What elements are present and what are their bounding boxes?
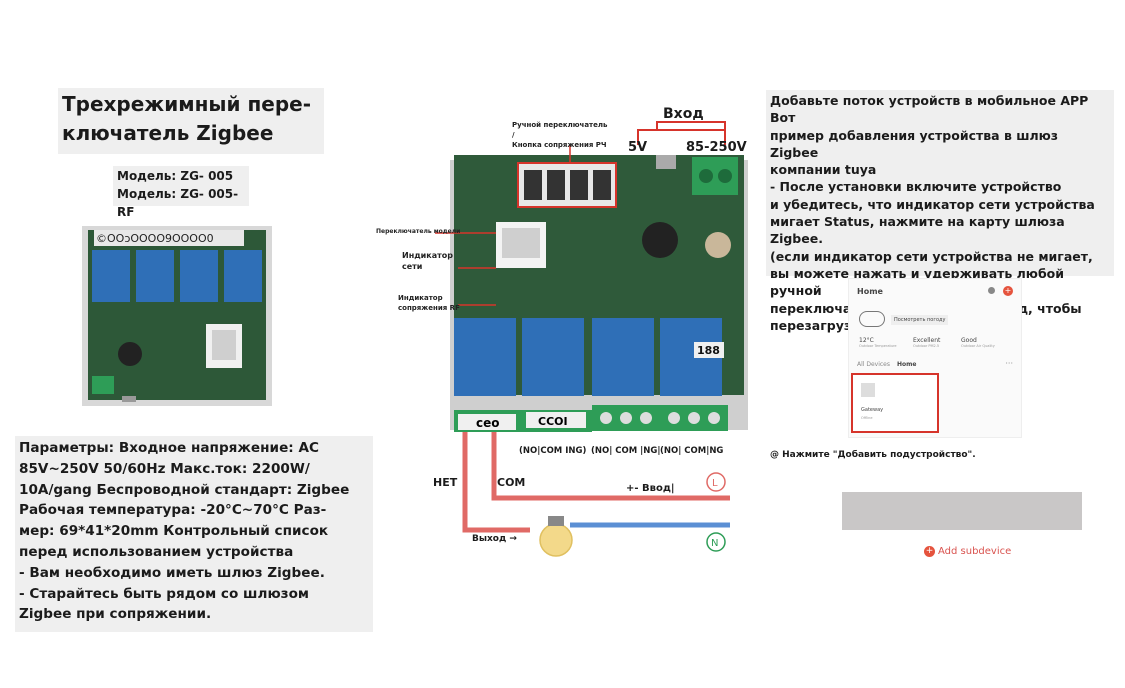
stat-1-value: 12°C xyxy=(859,337,874,344)
rf-indicator-label: Индикатор сопряжения RF xyxy=(398,293,460,313)
mode-switch-label: Переключатель модели xyxy=(376,228,461,235)
add-icon: + xyxy=(924,546,935,557)
terminal-label-3: (NO| COM|NG xyxy=(660,446,724,456)
instr-line: и убедитесь, что индикатор сети устройст… xyxy=(770,196,1095,212)
product-title: Трехрежимный пере- ключатель Zigbee xyxy=(58,88,324,154)
instr-line: - После установки включите устройство xyxy=(770,179,1062,195)
net-ind-line-2: сети xyxy=(402,262,423,271)
stat-2-label: Outdoor PM2.5 xyxy=(913,344,940,348)
instructions-text: Добавьте поток устройств в мобильное APP… xyxy=(766,90,1114,333)
board-label-text: ©OOↄOOOO9OOOO0 xyxy=(96,232,214,245)
model-1: Модель: ZG- 005 xyxy=(117,169,234,183)
rf-ind-line-2: сопряжения RF xyxy=(398,304,460,312)
add-subdevice-label: Add subdevice xyxy=(938,546,1012,557)
stat-3-label: Outdoor Air Quality xyxy=(961,344,995,348)
title-line-2: ключатель Zigbee xyxy=(62,121,274,145)
gateway-card[interactable]: Gateway Offline xyxy=(851,373,939,433)
relay-2 xyxy=(522,318,584,396)
rf-ind-line-1: Индикатор xyxy=(398,294,443,302)
stat-1-label: Outdoor Temperature xyxy=(859,344,897,348)
instr-line: мигает Status, нажмите на карту шлюза Zi… xyxy=(770,214,1065,247)
terminal-label-2: (NO| COM |NG| xyxy=(591,446,661,456)
n-symbol: N xyxy=(711,538,718,549)
net-ind-line-1: Индикатор xyxy=(402,251,453,260)
instr-line: вы можете нажать и удерживать любой ручн… xyxy=(770,265,1065,299)
app-screenshot: Home + Посмотреть погоду 12°C Outdoor Te… xyxy=(848,278,1022,438)
relay-1 xyxy=(454,318,516,396)
terminal-label-1: (NO|COM ING) xyxy=(519,446,587,456)
param-line: Zigbee при сопряжении. xyxy=(19,606,212,623)
instr-line: пример добавления устройства в шлюз Zigb… xyxy=(770,127,1059,160)
more-icon[interactable]: ··· xyxy=(1005,359,1013,368)
chip-label: 188 xyxy=(697,344,720,357)
param-line: Параметры: Входное напряжение: AC xyxy=(19,440,319,456)
cloud-icon xyxy=(859,311,885,327)
home-dropdown[interactable]: Home xyxy=(857,287,883,296)
board-photo-small: ©OOↄOOOO9OOOO0 xyxy=(82,226,272,406)
param-line: 85V~250V 50/60Hz Макс.ток: 2200W/ xyxy=(19,460,310,477)
blurred-bar xyxy=(842,492,1082,530)
gateway-status: Offline xyxy=(861,416,873,420)
param-line: - Вам необходимо иметь шлюз Zigbee. xyxy=(19,564,325,581)
param-line: перед использованием устройства xyxy=(19,543,294,560)
5v-label: 5V xyxy=(628,140,648,155)
mic-icon[interactable] xyxy=(988,287,995,294)
tab-home[interactable]: Home xyxy=(897,361,917,368)
tab-all-devices[interactable]: All Devices xyxy=(857,361,890,368)
output-label: Выход → xyxy=(472,534,517,544)
85-250v-label: 85-250V xyxy=(686,140,747,155)
weather-button[interactable]: Посмотреть погоду xyxy=(891,315,949,325)
input-wire-label: +- Ввод| xyxy=(626,483,675,494)
l-symbol: L xyxy=(712,478,718,489)
parameters-text: Параметры: Входное напряжение: AC 85V~25… xyxy=(15,436,373,632)
manual-switch-label: Ручной переключатель / Кнопка сопряжения… xyxy=(512,120,612,150)
param-line: 10A/gang Беспроводной стандарт: Zigbee xyxy=(19,481,350,498)
ccoi-label: CCOI xyxy=(538,415,568,428)
add-subdevice-note: @ Нажмите "Добавить подустройство". xyxy=(770,450,976,460)
model-list: Модель: ZG- 005 Модель: ZG- 005-RF xyxy=(113,166,249,219)
com-wire-label: COM xyxy=(497,476,526,489)
instr-line: (если индикатор сети устройства не мигае… xyxy=(770,248,1093,264)
add-subdevice-button[interactable]: + Add subdevice xyxy=(924,546,1011,557)
network-indicator-label: Индикатор сети xyxy=(402,250,453,272)
stat-3-value: Good xyxy=(961,337,977,344)
instr-line: Добавьте поток устройств в мобильное APP… xyxy=(770,93,1089,126)
ceo-label: ceo xyxy=(476,416,500,430)
param-line: мер: 69*41*20mm Контрольный список xyxy=(19,523,329,540)
param-line: - Старайтесь быть рядом со шлюзом xyxy=(19,585,310,602)
plus-icon[interactable]: + xyxy=(1003,286,1013,296)
relay-3 xyxy=(592,318,654,396)
net-wire-label: НЕТ xyxy=(433,476,458,489)
manual-switch-line-2: Кнопка сопряжения РЧ xyxy=(512,141,607,149)
stat-2-value: Excellent xyxy=(913,337,941,344)
param-line: Рабочая температура: -20°C~70°C Раз- xyxy=(19,502,327,519)
input-label: Вход xyxy=(663,106,704,122)
model-2: Модель: ZG- 005-RF xyxy=(117,187,239,219)
manual-switch-line-1: Ручной переключатель / xyxy=(512,121,608,139)
instr-line: компании tuya xyxy=(770,162,877,178)
wiring-diagram: 188 ceo CCOI L N xyxy=(435,121,748,557)
title-line-1: Трехрежимный пере- xyxy=(62,92,312,116)
gateway-icon xyxy=(861,383,875,397)
gateway-name: Gateway xyxy=(861,407,884,413)
